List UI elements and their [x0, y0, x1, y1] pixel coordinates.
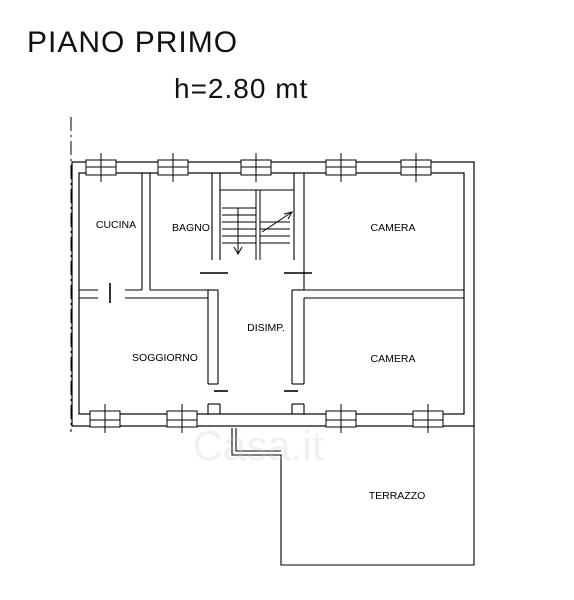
room-label-bagno: BAGNO	[172, 222, 210, 234]
interior-walls	[79, 173, 464, 414]
terrace	[231, 426, 475, 566]
room-label-camera-2: CAMERA	[370, 353, 416, 365]
outer-walls	[71, 161, 475, 427]
room-label-terrazzo: TERRAZZO	[368, 490, 426, 502]
bottom-windows	[89, 404, 444, 433]
room-label-soggiorno: SOGGIORNO	[132, 352, 198, 364]
floor-height: h=2.80 mt	[174, 73, 309, 104]
page-title: PIANO PRIMO	[27, 26, 239, 59]
door-marks	[109, 272, 312, 392]
top-windows	[85, 153, 432, 182]
room-label-disimpegno: DISIMP.	[247, 322, 285, 334]
room-label-camera-1: CAMERA	[370, 222, 416, 234]
room-label-cucina: CUCINA	[95, 219, 137, 231]
staircase	[220, 189, 294, 260]
